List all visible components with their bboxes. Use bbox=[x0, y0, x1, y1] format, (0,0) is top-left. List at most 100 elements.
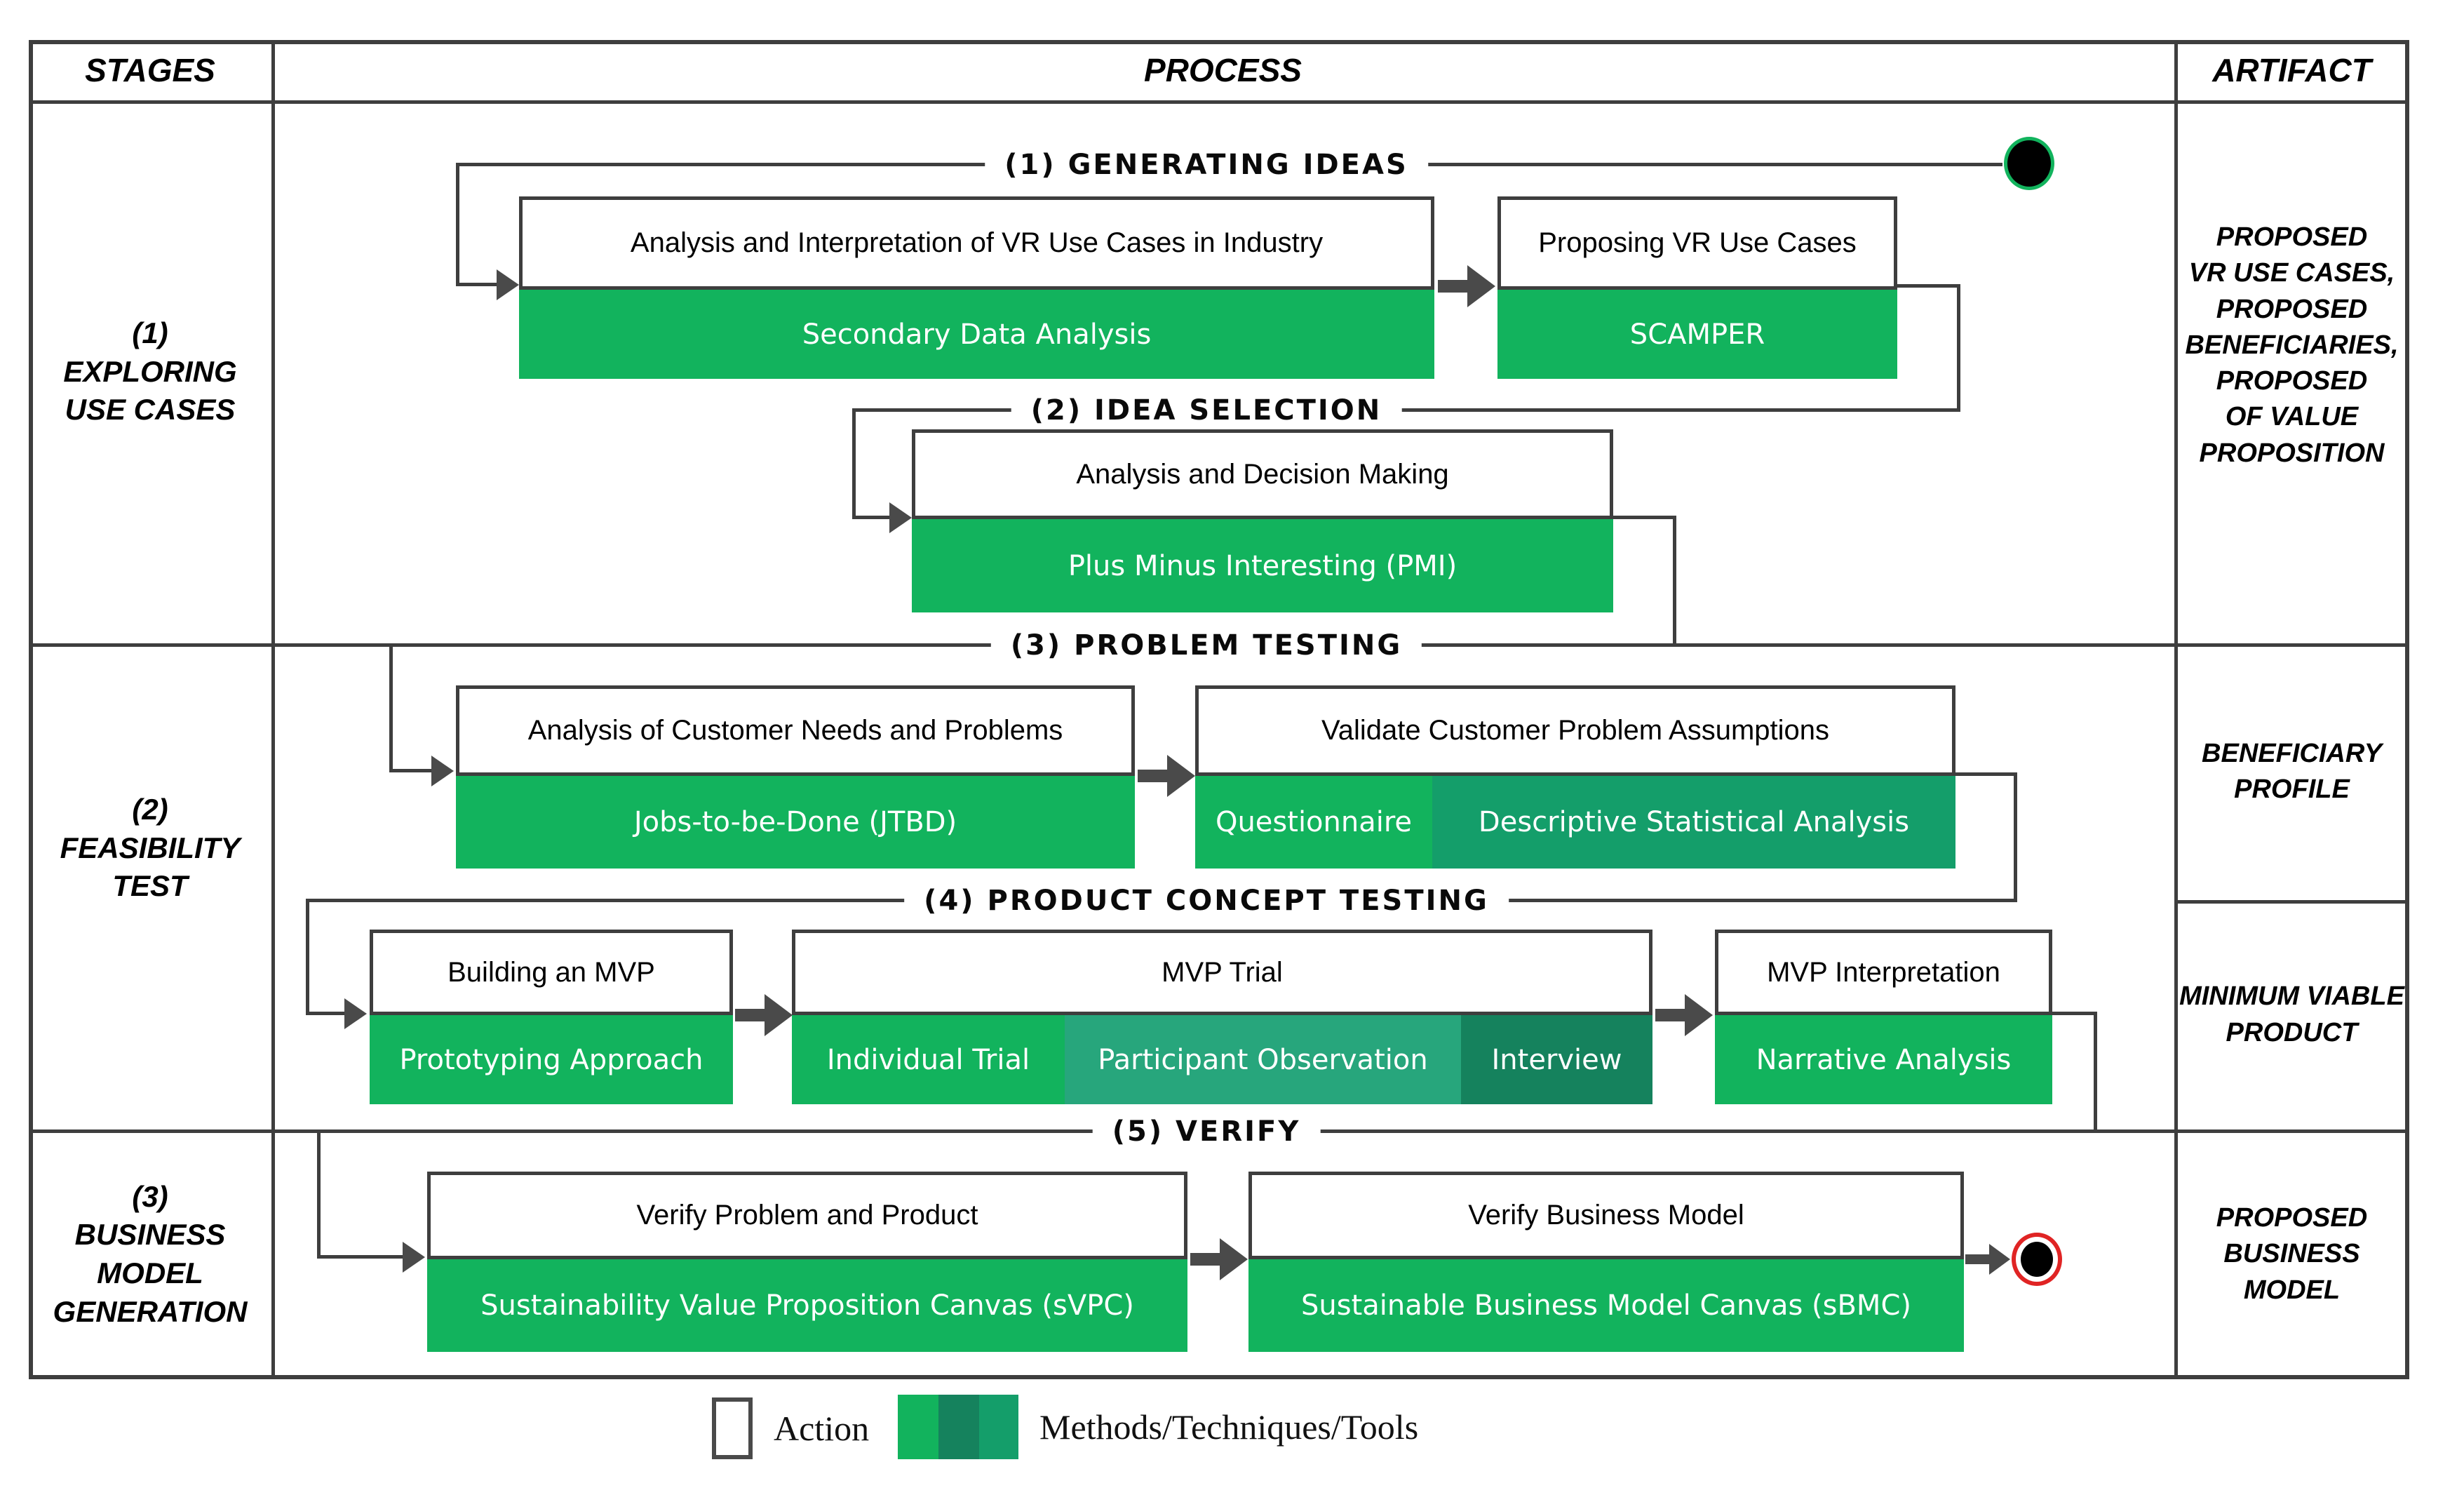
phase3-connector-drop bbox=[389, 643, 393, 772]
phase-label-generating-ideas: (1) GENERATING IDEAS bbox=[985, 146, 1428, 184]
legend-swatch-dark bbox=[938, 1395, 979, 1459]
action-label: Verify Problem and Product bbox=[636, 1200, 978, 1231]
arrowhead-icon bbox=[403, 1242, 425, 1273]
method-participant-observation: Participant Observation bbox=[1065, 1015, 1461, 1104]
phase-label-problem-testing: (3) PROBLEM TESTING bbox=[990, 626, 1422, 664]
phase4-connector-drop bbox=[306, 899, 309, 1015]
phase-label-verify: (5) VERIFY bbox=[1092, 1113, 1321, 1151]
arrow-shaft bbox=[1965, 1254, 1989, 1264]
arrow-shaft bbox=[1655, 1009, 1685, 1021]
action-label: Verify Business Model bbox=[1468, 1200, 1744, 1231]
method-prototyping-approach: Prototyping Approach bbox=[370, 1015, 733, 1104]
header-stages: STAGES bbox=[85, 52, 215, 88]
column-divider-process-artifact bbox=[2174, 40, 2178, 1379]
flow-arrow-icon bbox=[1655, 994, 1713, 1036]
method-label: SCAMPER bbox=[1629, 318, 1765, 351]
phase4-connector-shaft bbox=[306, 1012, 344, 1015]
header-process: PROCESS bbox=[1144, 52, 1302, 88]
phase1-exit-elbow-h bbox=[1897, 284, 1960, 288]
method-interview: Interview bbox=[1461, 1015, 1652, 1104]
legend-action-swatch bbox=[712, 1397, 753, 1459]
flow-arrow-icon bbox=[1138, 755, 1195, 797]
method-scamper: SCAMPER bbox=[1497, 290, 1897, 379]
legend-swatch-teal bbox=[979, 1395, 1018, 1459]
artifact-beneficiary-profile: BENEFICIARY PROFILE bbox=[2202, 738, 2382, 804]
action-label: Analysis and Decision Making bbox=[1076, 458, 1449, 490]
arrow-head bbox=[765, 994, 793, 1036]
phase1-connector-shaft bbox=[456, 283, 497, 286]
action-verify-problem-product: Verify Problem and Product bbox=[427, 1172, 1187, 1259]
method-svpc: Sustainability Value Proposition Canvas … bbox=[427, 1259, 1187, 1352]
flow-arrow-icon bbox=[735, 994, 793, 1036]
method-label: Jobs-to-be-Done (JTBD) bbox=[633, 806, 957, 838]
swimlane-table-border bbox=[29, 40, 2409, 1379]
arrow-head bbox=[1685, 994, 1713, 1036]
artifact-row-divider bbox=[2174, 900, 2409, 904]
phase4-exit-elbow-h bbox=[2052, 1012, 2097, 1015]
arrow-shaft bbox=[1438, 280, 1467, 293]
arrow-shaft bbox=[1190, 1253, 1220, 1266]
arrow-head bbox=[1989, 1244, 2010, 1275]
arrowhead-icon bbox=[344, 998, 367, 1029]
arrow-head bbox=[1167, 755, 1195, 797]
action-mvp-interpretation: MVP Interpretation bbox=[1715, 930, 2052, 1015]
column-divider-stages-process bbox=[271, 40, 275, 1379]
arrowhead-icon bbox=[497, 269, 519, 300]
method-label: Sustainability Value Proposition Canvas … bbox=[480, 1289, 1134, 1322]
method-label: Individual Trial bbox=[826, 1043, 1030, 1076]
artifact-proposed-vr-use-cases: PROPOSED VR USE CASES, PROPOSED BENEFICI… bbox=[2185, 222, 2399, 468]
phase4-exit-elbow-v bbox=[2094, 1012, 2097, 1133]
header-artifact: ARTIFACT bbox=[2212, 52, 2371, 88]
legend-methods-swatch bbox=[898, 1395, 1018, 1459]
action-analysis-customer-needs: Analysis of Customer Needs and Problems bbox=[456, 685, 1135, 776]
method-label: Descriptive Statistical Analysis bbox=[1478, 806, 1910, 838]
method-label: Interview bbox=[1491, 1043, 1622, 1076]
action-verify-business-model: Verify Business Model bbox=[1248, 1172, 1964, 1259]
artifact-minimum-viable-product: MINIMUM VIABLE PRODUCT bbox=[2179, 981, 2404, 1047]
method-label: Narrative Analysis bbox=[1756, 1043, 2012, 1076]
phase2-exit-elbow-h bbox=[1613, 516, 1676, 519]
flow-arrow-icon bbox=[1190, 1238, 1248, 1280]
method-jobs-to-be-done: Jobs-to-be-Done (JTBD) bbox=[456, 776, 1135, 869]
end-node-core bbox=[2021, 1242, 2053, 1277]
artifact-proposed-business-model: PROPOSED BUSINESS MODEL bbox=[2216, 1203, 2368, 1305]
arrow-head bbox=[1220, 1238, 1248, 1280]
arrow-shaft bbox=[735, 1009, 765, 1021]
action-building-an-mvp: Building an MVP bbox=[370, 930, 733, 1015]
legend-action-label: Action bbox=[774, 1409, 870, 1448]
phase2-connector-shaft bbox=[852, 516, 891, 519]
legend-methods-label: Methods/Techniques/Tools bbox=[1039, 1407, 1419, 1447]
arrow-shaft bbox=[1138, 770, 1167, 782]
action-label: Validate Customer Problem Assumptions bbox=[1321, 715, 1830, 746]
stage-feasibility-test: (2) FEASIBILITY TEST bbox=[60, 793, 241, 903]
action-mvp-trial: MVP Trial bbox=[792, 930, 1652, 1015]
method-questionnaire: Questionnaire bbox=[1195, 776, 1432, 869]
method-plus-minus-interesting: Plus Minus Interesting (PMI) bbox=[912, 519, 1613, 612]
phase1-connector-drop bbox=[456, 163, 459, 286]
arrowhead-icon bbox=[431, 756, 454, 786]
phase2-exit-elbow-v bbox=[1673, 516, 1676, 643]
arrowhead-icon bbox=[889, 502, 912, 533]
phase5-connector-shaft bbox=[317, 1255, 403, 1259]
action-analysis-vr-use-cases: Analysis and Interpretation of VR Use Ca… bbox=[519, 196, 1434, 290]
phase5-connector-drop bbox=[317, 1129, 321, 1259]
action-label: Analysis and Interpretation of VR Use Ca… bbox=[630, 227, 1324, 258]
phase-label-idea-selection: (2) IDEA SELECTION bbox=[1011, 391, 1402, 429]
phase1-exit-elbow-v bbox=[1957, 284, 1960, 412]
method-label: Prototyping Approach bbox=[399, 1043, 703, 1076]
action-proposing-vr-use-cases: Proposing VR Use Cases bbox=[1497, 196, 1897, 290]
flow-arrow-icon bbox=[1438, 265, 1495, 307]
action-label: Analysis of Customer Needs and Problems bbox=[527, 715, 1063, 746]
arrow-head bbox=[1467, 265, 1495, 307]
method-secondary-data-analysis: Secondary Data Analysis bbox=[519, 290, 1434, 379]
header-row-divider bbox=[29, 100, 2409, 104]
method-narrative-analysis: Narrative Analysis bbox=[1715, 1015, 2052, 1104]
method-label: Plus Minus Interesting (PMI) bbox=[1068, 549, 1457, 582]
stage-exploring-use-cases: (1) EXPLORING USE CASES bbox=[63, 316, 237, 427]
method-label: Sustainable Business Model Canvas (sBMC) bbox=[1301, 1289, 1911, 1322]
action-label: MVP Interpretation bbox=[1767, 956, 2000, 988]
action-label: MVP Trial bbox=[1162, 956, 1283, 988]
flow-arrow-icon bbox=[1965, 1244, 2010, 1275]
method-descriptive-statistical-analysis: Descriptive Statistical Analysis bbox=[1432, 776, 1955, 869]
